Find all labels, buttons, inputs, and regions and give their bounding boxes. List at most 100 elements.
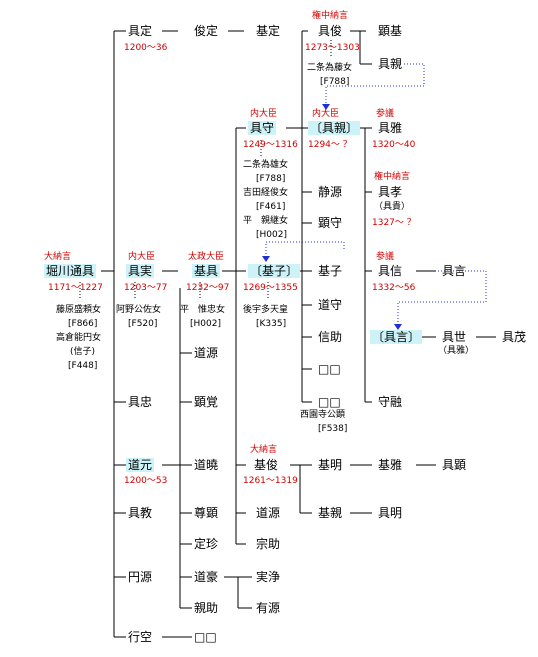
years-mototomo: 1232〜97 — [186, 283, 230, 293]
wife-abutsu: 阿野公佐女 — [116, 305, 162, 315]
title-tomochika: 内大臣 — [312, 109, 340, 119]
person-dogyo: 道曉 — [194, 458, 219, 472]
person-dogo: 道豪 — [194, 570, 219, 584]
title-mototomo: 太政大臣 — [188, 252, 225, 262]
years-tomonobu: 1332〜56 — [372, 283, 416, 293]
wife-yoshida: 吉田経俊女 — [243, 188, 289, 198]
years-tomosada: 1200〜36 — [124, 43, 168, 53]
title-tomotoshi: 権中納言 — [312, 11, 349, 21]
person-engen: 円源 — [128, 570, 153, 584]
title-michitomo: 大納言 — [44, 252, 72, 262]
person-tomonori: 具教 — [128, 506, 153, 520]
title-tomomori: 内大臣 — [250, 109, 278, 119]
wife-nijo2-ref: [F788] — [256, 174, 286, 184]
person-sonken: 尊顕 — [194, 506, 219, 520]
person-shinsuke2: 親助 — [194, 601, 219, 615]
wife-taira1-ref: [H002] — [256, 230, 287, 240]
person-motoko: 〔基子〕 — [248, 264, 301, 278]
person-michigen: 道源 — [194, 346, 219, 360]
adoption-links — [265, 63, 487, 324]
person-michitomo: 堀川通具 — [44, 264, 97, 278]
person-tomotada: 具忠 — [128, 395, 153, 409]
years-tomomori: 1249〜1316 — [243, 140, 298, 150]
spouse-saionji: 西園寺公顕 — [300, 410, 346, 420]
person-shinsuke: 信助 — [318, 330, 343, 344]
wife-taira1: 平 親継女 — [243, 216, 289, 226]
years-tomomasa: 1320〜40 — [372, 140, 416, 150]
person-motomasa: 基雅 — [378, 458, 403, 472]
person-blank1: □□ — [318, 362, 341, 376]
person-akimoto: 顕基 — [378, 24, 403, 38]
person-shunsada: 俊定 — [194, 24, 219, 38]
person-mototomo: 基具 — [192, 264, 221, 278]
title-tomotaka: 権中納言 — [374, 172, 411, 182]
years-michitomo: 1171〜1227 — [48, 283, 103, 293]
title-mototoshi: 大納言 — [250, 445, 278, 455]
person-tomozane: 具実 — [126, 264, 155, 278]
person-michimoto: 道元 — [126, 458, 155, 472]
person-tomokoto-b: 〔具言〕 — [370, 330, 423, 344]
person-blank2: □□ — [318, 395, 341, 409]
person-tomoakira: 具明 — [378, 506, 403, 520]
wife-takakura: 高倉能円女 — [56, 333, 102, 343]
wife-abutsu-ref: [F520] — [128, 319, 158, 329]
person-tomomori: 具守 — [248, 121, 277, 135]
person-motosada: 基定 — [256, 24, 281, 38]
arrowheads — [262, 104, 402, 330]
person-tomotoshi: 具俊 — [318, 24, 343, 38]
person-teichin: 定珍 — [194, 537, 219, 551]
wife-yoshida-ref: [F461] — [256, 202, 286, 212]
person-shusuke: 宗助 — [256, 537, 281, 551]
person-yugen: 有源 — [256, 601, 281, 615]
spouse-saionji-ref: [F538] — [318, 424, 348, 434]
person-motochika: 基親 — [318, 506, 343, 520]
person-jogen: 静源 — [318, 185, 343, 199]
person-blank3: □□ — [194, 630, 217, 644]
years-motoko: 1269〜1355 — [243, 283, 298, 293]
person-tomochika-a: 具親 — [378, 57, 403, 71]
person-domori: 道守 — [318, 298, 343, 312]
person-jitsujo: 実浄 — [256, 570, 281, 584]
spouse-markers — [79, 40, 332, 300]
person-gyoku: 行空 — [128, 630, 153, 644]
person-mototoshi: 基俊 — [254, 458, 279, 472]
years-tomotoshi: 1273〜1303 — [305, 43, 360, 53]
person-shuyu: 守融 — [378, 395, 403, 409]
years-tomotaka: 1327〜 ？ — [372, 218, 416, 228]
wife-takakura-ref: [F448] — [68, 361, 98, 371]
person-tomoyo: 具世 — [442, 330, 467, 344]
person-tomotaka-alt: （具貴） — [374, 202, 411, 212]
years-mototoshi: 1261〜1319 — [243, 476, 298, 486]
years-tomochika: 1294〜 ？ — [308, 140, 352, 150]
person-kenshu: 顕守 — [318, 216, 343, 230]
title-tomozane: 内大臣 — [128, 252, 156, 262]
wife-fujiwara: 藤原盛頼女 — [56, 305, 102, 315]
person-tomomasa: 具雅 — [378, 121, 403, 135]
person-tomosada: 具定 — [128, 24, 153, 38]
wife-nijo1-ref: [F788] — [320, 77, 350, 87]
years-tomozane: 1203〜77 — [124, 283, 168, 293]
spouse-gouda: 後宇多天皇 — [243, 305, 289, 315]
wife-takakura-name: (信子) — [70, 347, 96, 357]
wife-fujiwara-ref: [F866] — [68, 319, 98, 329]
person-tomonobu: 具信 — [378, 264, 403, 278]
person-tomoshige: 具茂 — [502, 330, 527, 344]
spouse-gouda-ref: [K335] — [256, 319, 287, 329]
wife-nijo2: 二条為雄女 — [243, 160, 289, 170]
tree-connectors — [101, 30, 496, 638]
person-motoaki: 基明 — [318, 458, 343, 472]
person-motoko2: 基子 — [318, 264, 343, 278]
years-michimoto: 1200〜53 — [124, 476, 168, 486]
person-dogen2: 道源 — [256, 506, 281, 520]
wife-taira2-ref: [H002] — [190, 319, 221, 329]
person-kenkaku: 顕覚 — [194, 395, 219, 409]
title-tomomasa: 参議 — [376, 109, 395, 119]
wife-nijo1: 二条為藤女 — [307, 63, 353, 73]
person-tomochika-b: 〔具親〕 — [308, 121, 361, 135]
person-tomoaki: 具顕 — [442, 458, 467, 472]
person-tomokoto: 具言 — [442, 264, 467, 278]
person-tomoyo-alt: （具雅） — [438, 346, 475, 356]
wife-taira2: 平 惟忠女 — [180, 305, 226, 315]
